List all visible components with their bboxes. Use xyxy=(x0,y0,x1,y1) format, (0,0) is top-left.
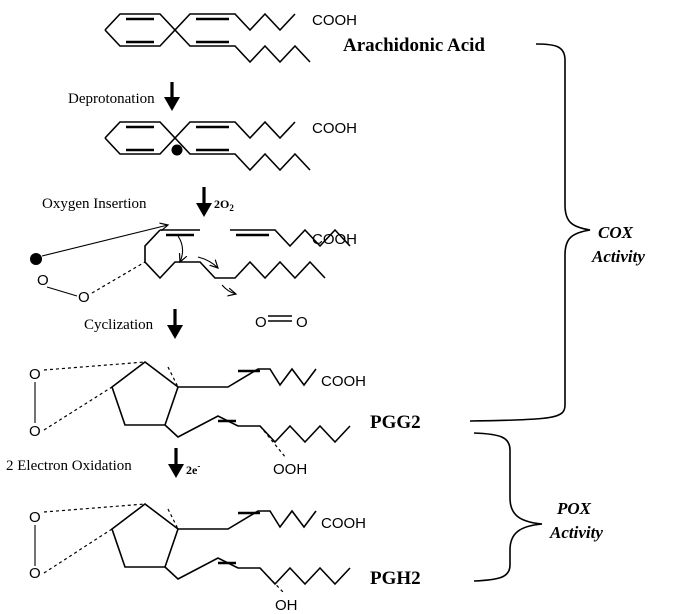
pgg2-label: PGG2 xyxy=(370,412,421,433)
cyclization-label: Cyclization xyxy=(84,317,154,333)
oxygen-attack-structure: COOH O O O O xyxy=(30,225,357,331)
arachidonic-acid-structure: COOH xyxy=(104,12,357,64)
pgg2-oxygen-top: O xyxy=(29,366,41,383)
attack-oxygen-2: O xyxy=(78,289,90,306)
radical-intermediate-structure: COOH xyxy=(104,120,357,172)
radical-dot xyxy=(171,144,183,156)
oxygen-insertion-arrow xyxy=(196,187,212,217)
pox-bracket xyxy=(473,432,543,582)
pox-activity-line1: POX xyxy=(556,499,592,518)
arachidonic-acid-label: Arachidonic Acid xyxy=(343,35,485,56)
oxygen-reagent: 2O2 xyxy=(214,197,234,213)
cox-bracket xyxy=(469,43,591,422)
pgh2-label: PGH2 xyxy=(370,568,421,589)
pgh2-structure: O O COOH OH xyxy=(29,502,366,614)
electron-oxidation-label: 2 Electron Oxidation xyxy=(6,458,132,474)
released-oxygen-2: O xyxy=(296,314,308,331)
electron-oxidation-arrow xyxy=(168,448,184,478)
pgg2-cooh: COOH xyxy=(321,373,366,390)
pgh2-oh: OH xyxy=(275,597,298,614)
electron-reagent: 2e- xyxy=(186,461,200,477)
cox-activity-line1: COX xyxy=(598,223,634,242)
pgg2-ooh: OOH xyxy=(273,461,307,478)
pgg2-structure: O O COOH OOH xyxy=(29,360,366,478)
pgh2-oxygen-top: O xyxy=(29,509,41,526)
pox-activity-line2: Activity xyxy=(549,523,603,542)
pgh2-cooh: COOH xyxy=(321,515,366,532)
pgh2-oxygen-bottom: O xyxy=(29,565,41,582)
oxygen-insertion-label: Oxygen Insertion xyxy=(42,196,147,212)
intermediate-cooh: COOH xyxy=(312,120,357,137)
attack-oxygen-1: O xyxy=(37,272,49,289)
attack-cooh: COOH xyxy=(312,231,357,248)
cyclization-arrow xyxy=(167,309,183,339)
arachidonic-cooh: COOH xyxy=(312,12,357,29)
pgg2-oxygen-bottom: O xyxy=(29,423,41,440)
cox-activity-line2: Activity xyxy=(591,247,645,266)
deprotonation-arrow xyxy=(164,82,180,111)
deprotonation-label: Deprotonation xyxy=(68,91,155,107)
oxygen-radical-dot xyxy=(30,253,42,265)
released-oxygen-1: O xyxy=(255,314,267,331)
